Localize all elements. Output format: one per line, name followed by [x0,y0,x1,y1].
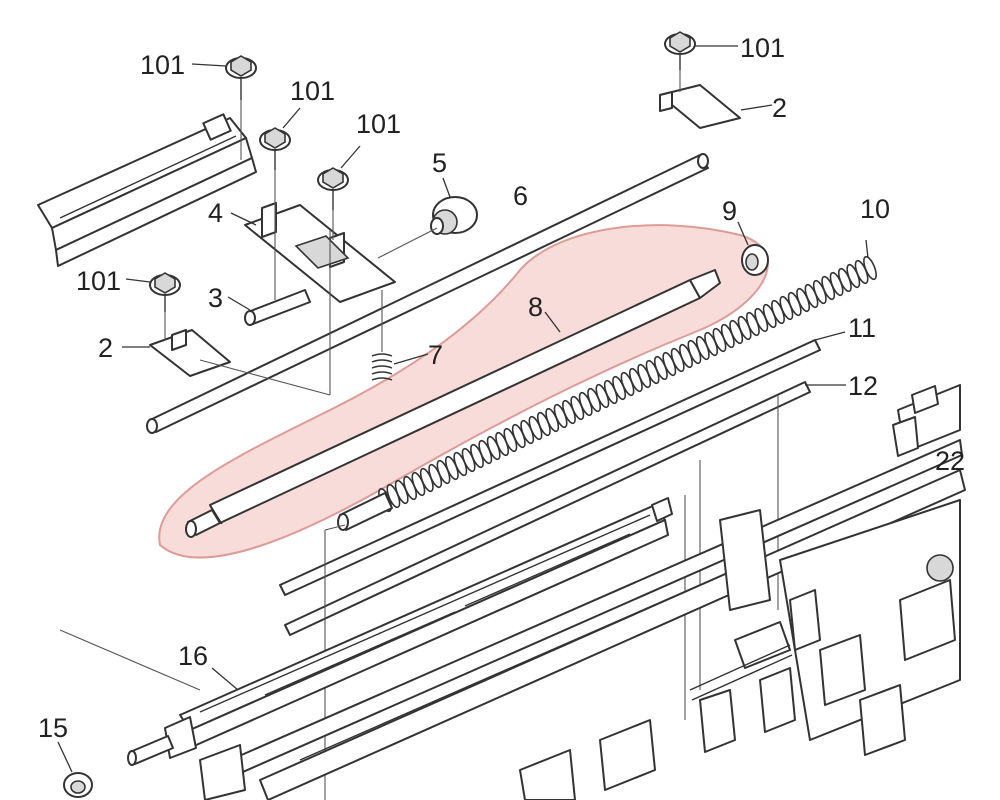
screw-101-e [125,272,181,340]
strip-12 [284,381,846,636]
callout-7: 7 [428,340,443,370]
spring-10 [378,255,877,513]
callout-101: 101 [76,266,121,296]
callout-2: 2 [98,333,113,363]
bearing-9 [737,221,769,276]
callout-101: 101 [140,50,185,80]
part-15 [57,741,93,798]
callout-101: 101 [356,109,401,139]
callout-2: 2 [772,93,787,123]
roller-8 [185,269,721,538]
part-22 [892,384,961,457]
pin-3 [227,289,311,326]
screw-101-a [191,55,257,160]
callout-3: 3 [208,283,223,313]
spring-7 [371,290,429,381]
callout-6: 6 [513,181,528,211]
callout-16: 16 [178,641,208,671]
rail-16 [127,497,673,766]
bracket-2-lower [122,329,231,377]
screw-101-c [317,145,361,240]
callout-101: 101 [740,33,785,63]
callout-22: 22 [935,446,965,476]
spring-coil [863,255,877,281]
bushing-5 [377,177,478,259]
bracket-2-upper [659,84,773,129]
callout-11: 11 [848,313,876,343]
callout-9: 9 [722,196,737,226]
callout-5: 5 [432,148,447,178]
callout-10: 10 [860,194,890,224]
bracket-4 [230,202,396,303]
callout-8: 8 [528,292,543,322]
callout-15: 15 [38,713,68,743]
lower-frame [199,439,966,800]
callout-labels: 101 101 101 101 101 2 2 3 4 5 6 7 8 9 10… [38,33,965,743]
strip-11 [279,331,846,596]
screw-101-b [259,107,301,300]
callout-12: 12 [848,371,878,401]
screw-101-d [664,31,738,92]
shaft-6 [146,153,709,434]
callout-101: 101 [290,76,335,106]
upper-left-rail [37,113,257,267]
callout-4: 4 [208,198,223,228]
